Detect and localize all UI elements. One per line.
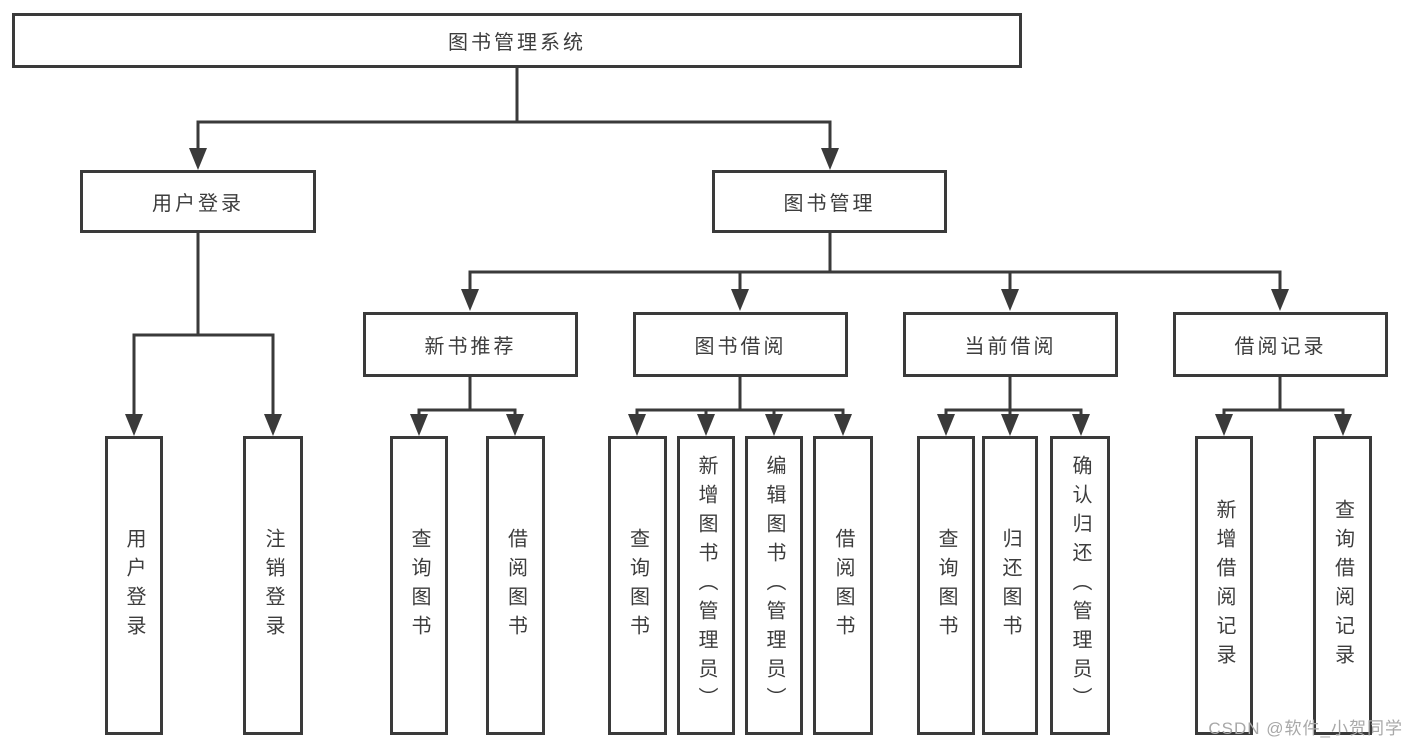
leaf-add-borrow-record: 新增借阅记录: [1195, 436, 1253, 735]
node-borrowing-records: 借阅记录: [1173, 312, 1388, 377]
connector-book-mgmt-to-level3: [461, 233, 1289, 311]
connector-new-book-subtree: [410, 377, 524, 436]
leaf-query-borrow-record: 查询借阅记录: [1313, 436, 1372, 735]
connector-borrow-records-subtree: [1215, 377, 1352, 436]
arrowhead: [264, 414, 282, 436]
arrowhead: [937, 414, 955, 436]
node-label: 查询图书: [626, 527, 649, 644]
arrowhead: [731, 289, 749, 311]
leaf-add-books-admin: 新增图书（管理员）: [677, 436, 735, 735]
node-label: 借阅图书: [832, 527, 854, 644]
node-label: 注销登录: [262, 527, 284, 644]
arrowhead: [834, 414, 852, 436]
arrowhead: [506, 414, 524, 436]
node-label: 归还图书: [999, 527, 1021, 644]
arrowhead: [1215, 414, 1233, 436]
leaf-logout: 注销登录: [243, 436, 303, 735]
node-user-login: 用户登录: [80, 170, 316, 233]
arrowhead: [1072, 414, 1090, 436]
node-label: 图书借阅: [694, 336, 787, 358]
node-label: 查询图书: [408, 527, 430, 644]
node-label: 查询图书: [935, 527, 957, 644]
arrowhead: [1001, 289, 1019, 311]
connector-book-borrow-subtree: [628, 377, 852, 436]
node-label: 当前借阅: [964, 336, 1057, 358]
leaf-query-books-borrowing: 查询图书: [608, 436, 667, 735]
leaf-query-books-recommend: 查询图书: [390, 436, 448, 735]
node-label: 借阅记录: [1234, 336, 1327, 358]
node-label: 确认归还（管理员）: [1069, 455, 1091, 716]
node-label: 新增借阅记录: [1213, 498, 1235, 673]
connector-current-borrow-subtree: [937, 377, 1090, 436]
node-label: 图书管理: [783, 193, 876, 215]
leaf-confirm-return-admin: 确认归还（管理员）: [1050, 436, 1110, 735]
arrowhead: [125, 414, 143, 436]
arrowhead: [461, 289, 479, 311]
arrowhead: [189, 148, 207, 170]
connector-root-to-level2: [189, 68, 839, 170]
arrowhead: [697, 414, 715, 436]
leaf-edit-books-admin: 编辑图书（管理员）: [745, 436, 803, 735]
arrowhead: [1334, 414, 1352, 436]
node-label: 借阅图书: [504, 527, 527, 644]
connector-user-login-subtree: [125, 233, 282, 436]
arrowhead: [1271, 289, 1289, 311]
leaf-borrow-books-recommend: 借阅图书: [486, 436, 545, 735]
arrowhead: [628, 414, 646, 436]
arrowhead: [765, 414, 783, 436]
csdn-watermark: CSDN @软件_小贺同学: [1208, 719, 1403, 738]
node-book-management: 图书管理: [712, 170, 947, 233]
node-label: 用户登录: [152, 193, 244, 215]
node-book-borrowing: 图书借阅: [633, 312, 848, 377]
leaf-borrow-books: 借阅图书: [813, 436, 873, 735]
node-label: 图书管理系统: [448, 32, 586, 54]
leaf-return-books: 归还图书: [982, 436, 1038, 735]
node-current-borrowing: 当前借阅: [903, 312, 1118, 377]
arrowhead: [1001, 414, 1019, 436]
node-label: 编辑图书（管理员）: [763, 455, 785, 716]
node-new-book-recommend: 新书推荐: [363, 312, 578, 377]
leaf-query-books-current: 查询图书: [917, 436, 975, 735]
leaf-user-login: 用户登录: [105, 436, 163, 735]
node-label: 新增图书（管理员）: [695, 455, 717, 716]
arrowhead: [410, 414, 428, 436]
node-library-system: 图书管理系统: [12, 13, 1022, 68]
arrowhead: [821, 148, 839, 170]
node-label: 查询借阅记录: [1331, 498, 1354, 673]
node-label: 用户登录: [123, 527, 145, 644]
node-label: 新书推荐: [424, 336, 517, 358]
